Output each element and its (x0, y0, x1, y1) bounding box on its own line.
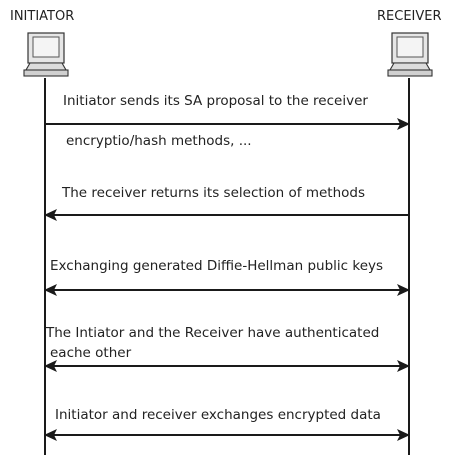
initiator-computer-icon (23, 32, 69, 77)
message-label: eache other (50, 345, 132, 361)
message-label: The receiver returns its selection of me… (62, 185, 365, 201)
message-label: The Intiator and the Receiver have authe… (46, 325, 380, 341)
message-label: encryptio/hash methods, ... (66, 133, 252, 149)
message-label: Initiator and receiver exchanges encrypt… (55, 407, 381, 423)
message-label: Exchanging generated Diffie-Hellman publ… (50, 258, 384, 274)
receiver-computer-icon (387, 32, 433, 77)
initiator-label: INITIATOR (10, 9, 75, 24)
receiver-label: RECEIVER (377, 9, 442, 24)
message-label: Initiator sends its SA proposal to the r… (63, 93, 368, 109)
